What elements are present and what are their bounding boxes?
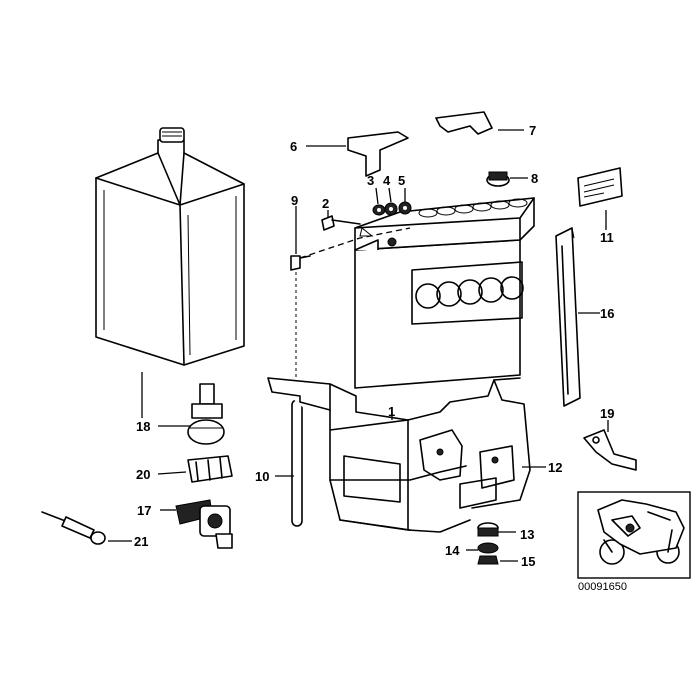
callout-2: 2 (322, 196, 329, 211)
callout-21: 21 (134, 534, 148, 549)
callout-14: 14 (445, 543, 460, 558)
callout-12: 12 (548, 460, 562, 475)
part-9-elbow[interactable] (290, 255, 311, 271)
motorcycle-icon (597, 499, 685, 565)
part-18-adapter[interactable] (187, 383, 225, 445)
callout-15: 15 (521, 554, 535, 569)
part-21-probe[interactable] (41, 511, 106, 545)
part-20-clip[interactable] (187, 455, 233, 483)
part-8-plug[interactable] (486, 171, 510, 187)
part-7-cover[interactable] (435, 111, 493, 135)
callout-13: 13 (520, 527, 534, 542)
callout-3: 3 (367, 173, 374, 188)
callout-11: 11 (600, 230, 614, 245)
part-19-bracket[interactable] (583, 429, 637, 471)
motorcycle-inset: 00091650 (577, 491, 691, 593)
callout-1: 1 (388, 404, 395, 419)
part-2-bolt[interactable] (321, 215, 374, 237)
part-5-nut[interactable] (398, 201, 412, 215)
callout-labels: 1 2 3 4 5 6 7 8 9 10 11 12 13 14 15 16 1… (134, 123, 614, 569)
battery-body[interactable] (354, 197, 535, 389)
callout-10: 10 (255, 469, 269, 484)
callout-19: 19 (600, 406, 614, 421)
part-14-washer[interactable] (477, 542, 499, 554)
part-4-nut[interactable] (384, 202, 398, 216)
part-15-nut[interactable] (477, 555, 499, 565)
callout-18: 18 (136, 419, 150, 434)
part-6-cover[interactable] (347, 131, 409, 177)
part-10-tube[interactable] (291, 399, 303, 527)
part-3-washer[interactable] (372, 204, 386, 216)
callout-8: 8 (531, 171, 538, 186)
callout-17: 17 (137, 503, 151, 518)
callout-5: 5 (398, 173, 405, 188)
callout-6: 6 (290, 139, 297, 154)
callout-7: 7 (529, 123, 536, 138)
leader-lines (108, 129, 609, 562)
part-1-tray[interactable] (267, 377, 531, 533)
part-17-connector[interactable] (175, 499, 233, 549)
part-13-damper[interactable] (477, 522, 499, 537)
reference-number: 00091650 (578, 581, 627, 593)
part-18-container[interactable] (95, 127, 245, 366)
callout-20: 20 (136, 467, 150, 482)
part-16-strap[interactable] (555, 227, 581, 407)
part-11-label[interactable] (577, 167, 623, 207)
callout-16: 16 (600, 306, 614, 321)
callout-4: 4 (383, 173, 391, 188)
callout-9: 9 (291, 193, 298, 208)
